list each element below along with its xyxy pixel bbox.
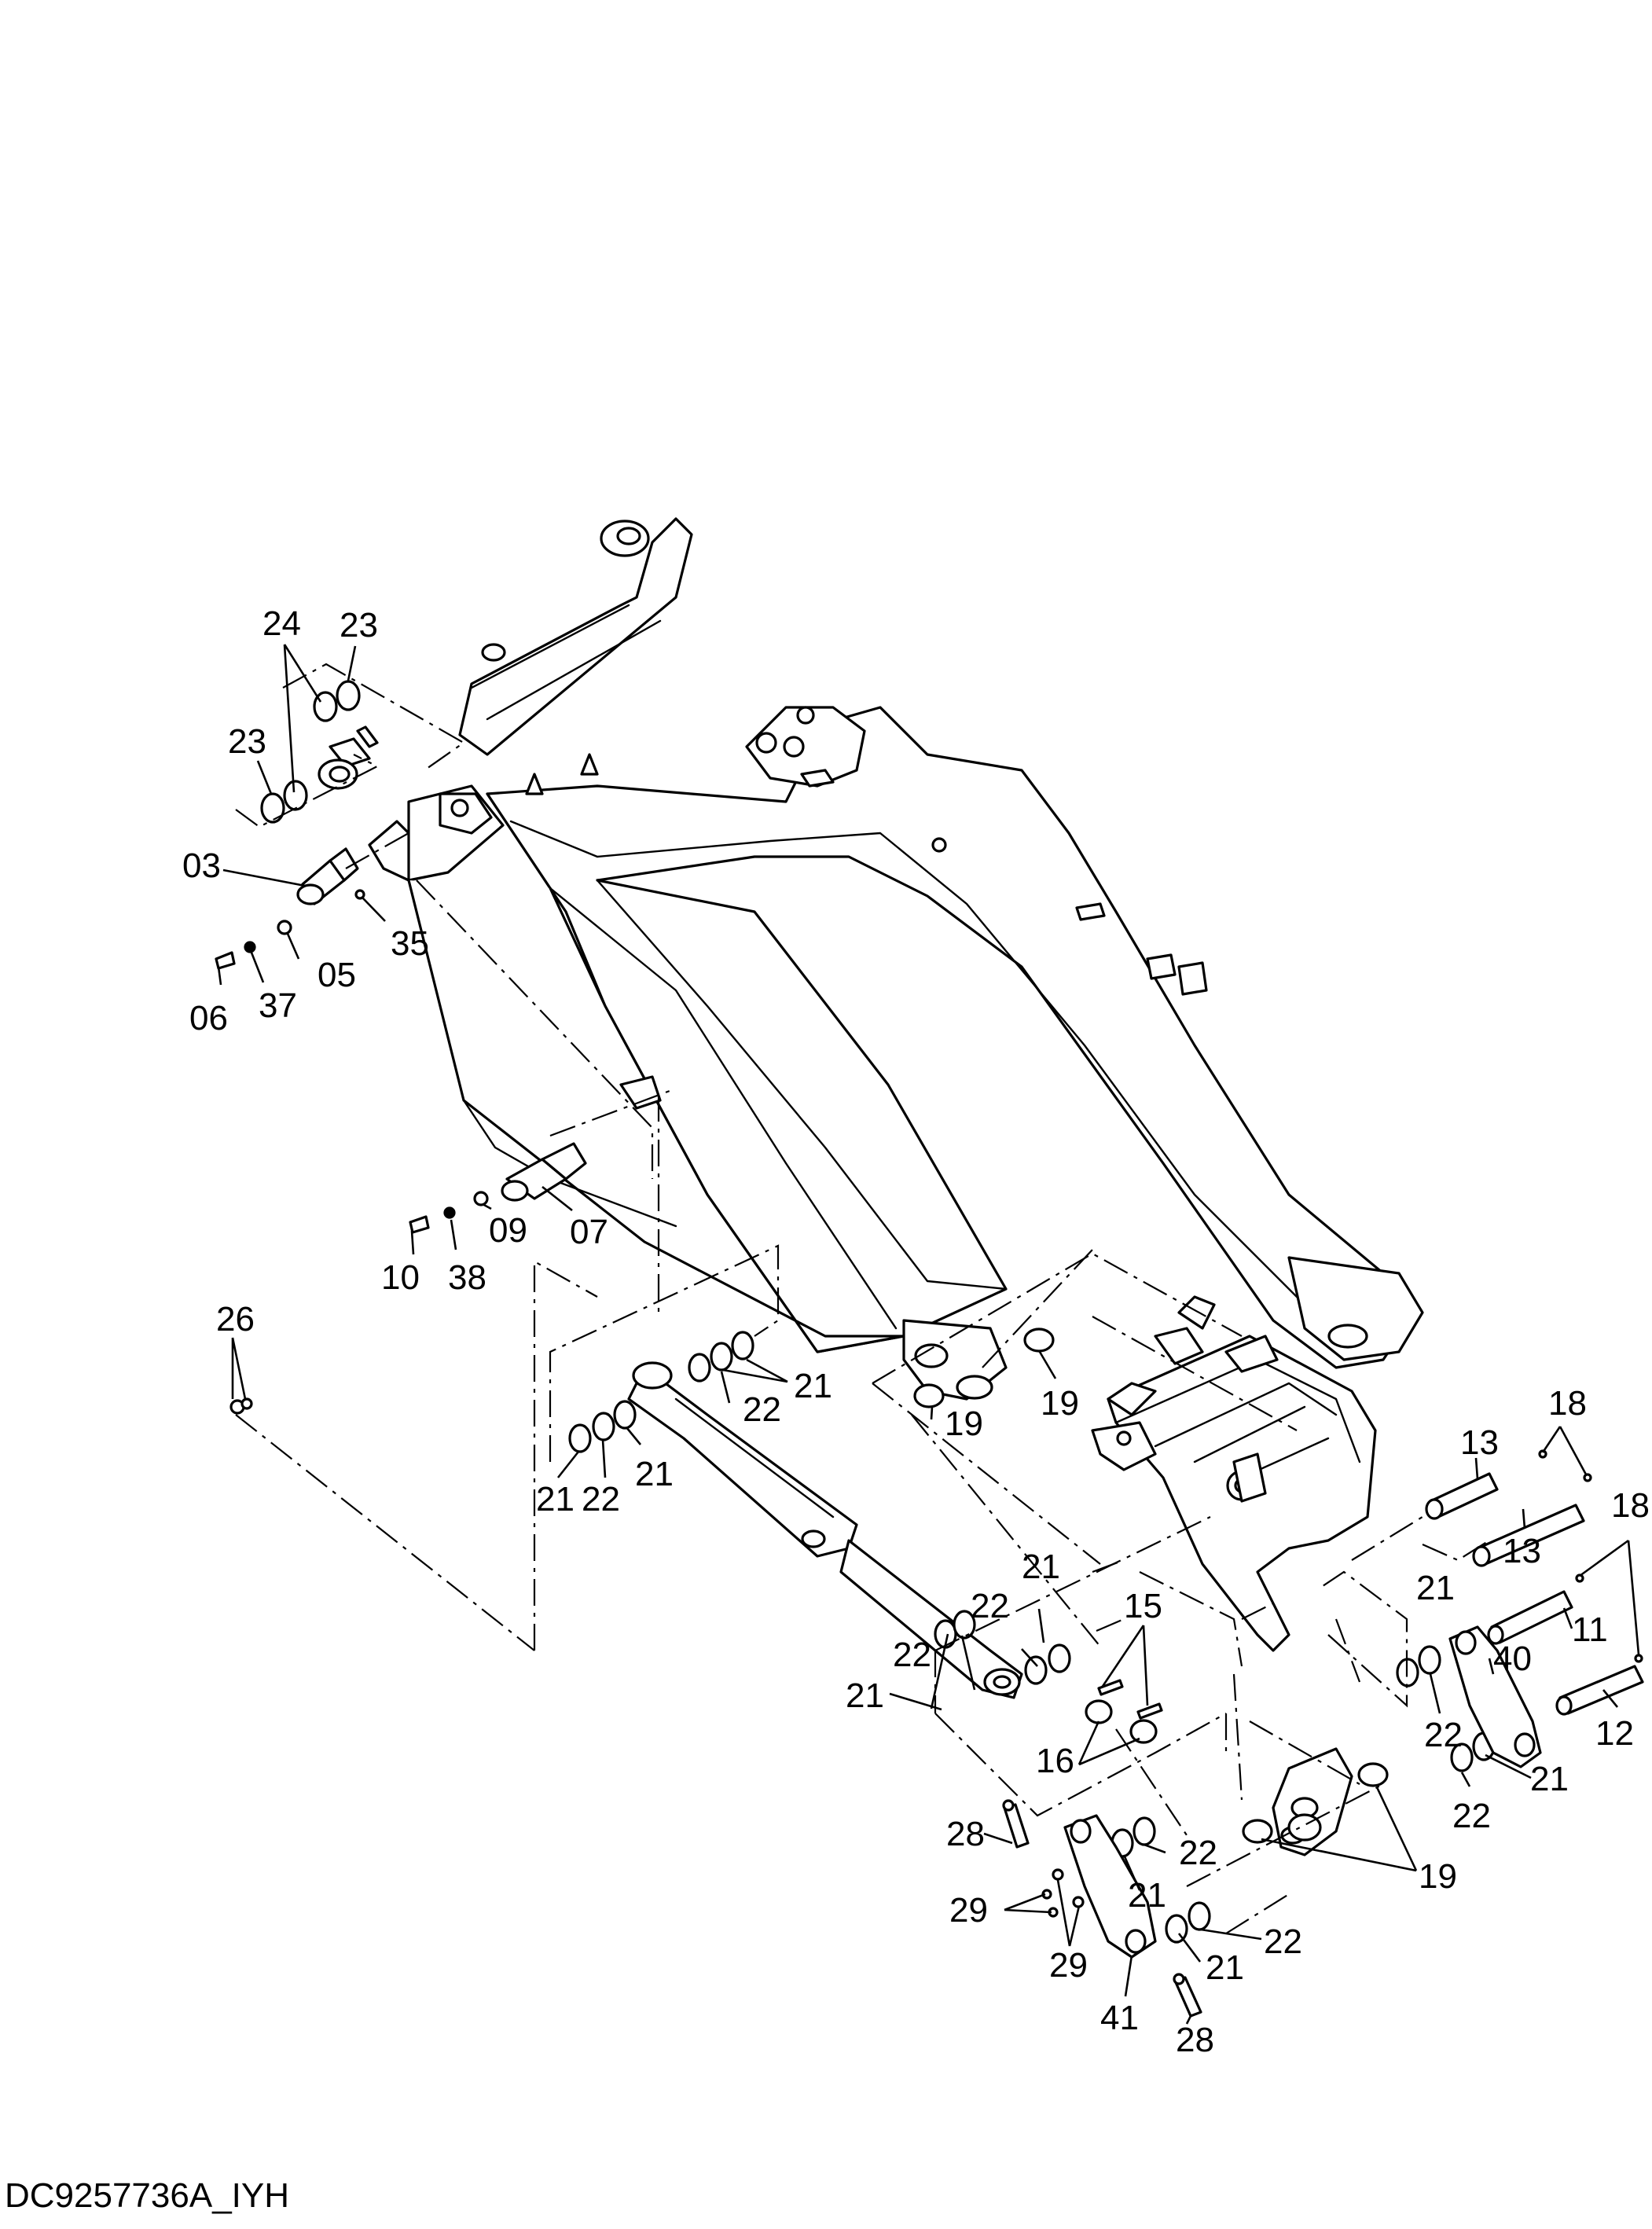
callout-19: 19 (945, 1405, 983, 1443)
callout-38: 38 (448, 1258, 486, 1297)
callout-21: 21 (1206, 1948, 1244, 1987)
callout-19: 19 (1419, 1857, 1457, 1896)
callout-23: 23 (340, 606, 378, 644)
assembly-dash-lines (235, 663, 1490, 1934)
callout-29: 29 (1049, 1946, 1088, 1985)
callout-22: 22 (1424, 1716, 1463, 1754)
callout-24: 24 (262, 604, 301, 643)
callout-09: 09 (489, 1211, 527, 1250)
callout-15: 15 (1124, 1587, 1162, 1625)
callout-21: 21 (635, 1455, 674, 1493)
bucket-cylinder (627, 1361, 1023, 1699)
callout-22: 22 (1179, 1834, 1217, 1872)
callout-28: 28 (1176, 2021, 1214, 2059)
callout-18: 18 (1611, 1486, 1650, 1525)
callout-13: 13 (1503, 1532, 1541, 1570)
callout-11: 11 (1572, 1610, 1608, 1649)
document-id: DC9257736A_IYH (5, 2176, 289, 2215)
callout-19: 19 (1041, 1384, 1079, 1423)
callout-12: 12 (1595, 1714, 1634, 1753)
callout-16: 16 (1036, 1742, 1074, 1780)
callout-labels: 24 23 23 03 35 05 37 06 07 09 38 10 26 2… (182, 604, 1650, 2059)
callout-22: 22 (971, 1587, 1009, 1625)
callout-18: 18 (1548, 1384, 1587, 1423)
callout-05: 05 (318, 956, 356, 994)
callout-21: 21 (1022, 1548, 1060, 1586)
callout-22: 22 (1452, 1797, 1491, 1835)
callout-28: 28 (946, 1815, 985, 1853)
callout-22: 22 (893, 1636, 931, 1674)
callout-leader-lines (217, 644, 1640, 2025)
callout-22: 22 (1264, 1922, 1302, 1961)
callout-23: 23 (228, 722, 266, 761)
callout-21: 21 (1128, 1876, 1166, 1915)
callout-22: 22 (582, 1480, 620, 1518)
callout-26: 26 (216, 1300, 255, 1339)
callout-21: 21 (536, 1480, 575, 1518)
bucket-assembly (1091, 1295, 1377, 1652)
callout-29: 29 (949, 1891, 988, 1930)
callout-21: 21 (794, 1367, 832, 1405)
callout-06: 06 (189, 999, 228, 1037)
callout-37: 37 (259, 986, 297, 1025)
arm-structure (368, 706, 1424, 1401)
callout-21: 21 (846, 1676, 884, 1715)
callout-13: 13 (1460, 1423, 1499, 1462)
callout-35: 35 (391, 924, 429, 963)
callout-21: 21 (1416, 1569, 1455, 1607)
callout-22: 22 (743, 1390, 781, 1429)
callout-10: 10 (381, 1258, 420, 1297)
callout-03: 03 (182, 846, 221, 885)
callout-21: 21 (1530, 1760, 1569, 1798)
callout-07: 07 (570, 1213, 608, 1251)
callout-40: 40 (1493, 1640, 1532, 1678)
callout-41: 41 (1100, 1999, 1139, 2037)
arm-cylinder-upper (318, 517, 693, 790)
